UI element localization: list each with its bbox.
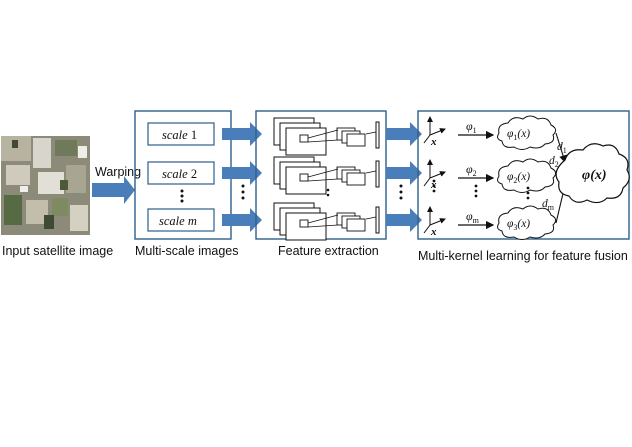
axes-icon: x — [423, 116, 446, 148]
mkl-row-2: xφ2φ2(x)d2 — [423, 155, 567, 193]
axes-icon: x — [423, 206, 446, 238]
kernel-cloud-label: φ3(x) — [507, 218, 530, 232]
axis-x-label: x — [430, 136, 437, 148]
mkl-dots — [432, 179, 530, 200]
caption-feature: Feature extraction — [278, 244, 379, 258]
kernel-cloud-label: φ2(x) — [507, 171, 530, 185]
caption-input: Input satellite image — [2, 244, 113, 258]
weight-label: d1 — [557, 141, 567, 155]
axis-x-label: x — [430, 226, 437, 238]
fused-kernel-cloud: φ(x) — [555, 143, 630, 204]
cnn-stack-3 — [273, 202, 380, 241]
scale-arrow-1 — [222, 122, 262, 146]
scale-word: scale — [162, 167, 188, 181]
kernel-cloud — [497, 205, 557, 240]
warping-arrow — [92, 176, 135, 204]
feature-arrow-m — [386, 208, 422, 232]
caption-multiscale: Multi-scale images — [135, 244, 239, 258]
svg-text:scale 1: scale 1 — [162, 128, 197, 142]
svg-text:scale 2: scale 2 — [162, 167, 197, 181]
cnn-stack-1 — [273, 117, 380, 156]
between-dots-1 — [241, 184, 245, 200]
scale-arrow-m — [222, 208, 262, 232]
scale-arrow-2 — [222, 161, 262, 185]
scale-index: m — [188, 214, 197, 228]
mkl-row-3: x φm φ3(x) dm — [423, 183, 568, 240]
mkl-row-1: x φ1 φ1(x) d1 — [423, 115, 567, 164]
scale-box-1: scale 1 — [147, 122, 215, 146]
between-dots-2 — [399, 184, 403, 200]
kernel-cloud-label: φ1(x) — [507, 128, 530, 142]
satellite-image — [1, 136, 90, 235]
weight-label: d2 — [549, 155, 559, 169]
feature-arrow-1 — [386, 122, 422, 146]
scale-index: 1 — [191, 128, 197, 142]
scale-box-2: scale 2 — [147, 161, 215, 185]
cnn-stack-2 — [273, 156, 380, 195]
feature-arrow-2 — [386, 161, 422, 185]
svg-text:scale m: scale m — [159, 214, 197, 228]
kernel-cloud — [497, 158, 557, 193]
weight-label: dm — [542, 198, 555, 212]
scale-dots — [180, 189, 184, 203]
kernel-phi-label: φm — [466, 209, 480, 225]
cnn-stacks — [273, 117, 380, 241]
kernel-phi-label: φ1 — [466, 119, 477, 135]
scale-word: scale — [162, 128, 188, 142]
scale-index: 2 — [191, 167, 197, 181]
warping-label: Warping — [95, 165, 141, 179]
caption-mkl: Multi-kernel learning for feature fusion — [418, 249, 628, 263]
scale-box-m: scale m — [147, 208, 215, 232]
fused-label: φ(x) — [582, 168, 607, 183]
kernel-cloud — [497, 115, 557, 150]
kernel-phi-label: φ2 — [466, 162, 477, 178]
scale-word: scale — [159, 214, 185, 228]
weight-arrow — [555, 132, 567, 164]
